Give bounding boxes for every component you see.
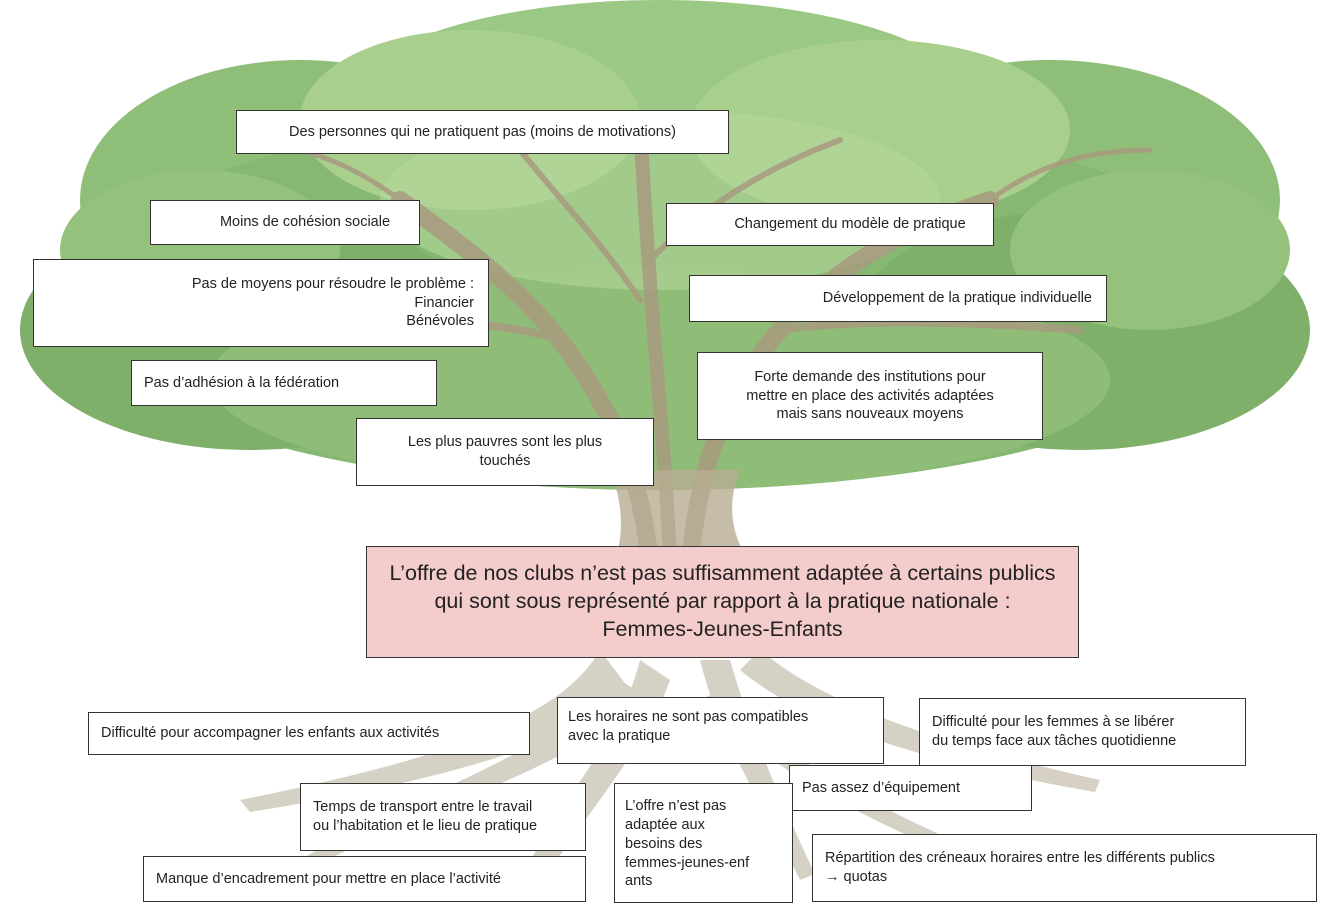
cause-text-2: Les horaires ne sont pas compatibles ave… <box>568 709 809 744</box>
cause-box-6: L’offre n’est pas adaptée aux besoins de… <box>614 783 793 903</box>
cause-box-7: Répartition des créneaux horaires entre … <box>812 834 1317 902</box>
effect-box-2: Moins de cohésion sociale <box>150 200 420 245</box>
cause-box-5: Temps de transport entre le travail ou l… <box>300 783 586 851</box>
effect-text-2: Moins de cohésion sociale <box>219 214 391 231</box>
cause-box-3: Difficulté pour les femmes à se libérer … <box>919 698 1246 766</box>
effect-text-8: Les plus pauvres sont les plus touchés <box>407 434 603 469</box>
effect-text-6: Pas d’adhésion à la fédération <box>144 374 340 391</box>
central-problem-text: L’offre de nos clubs n’est pas suffisamm… <box>389 561 1056 641</box>
cause-box-2: Les horaires ne sont pas compatibles ave… <box>557 697 884 764</box>
effect-box-3: Changement du modèle de pratique <box>666 203 994 246</box>
effect-text-7: Forte demande des institutions pour mett… <box>746 368 994 423</box>
cause-text-4: Pas assez d’équipement <box>802 779 960 796</box>
cause-box-4: Pas assez d’équipement <box>789 765 1032 811</box>
effect-box-7: Forte demande des institutions pour mett… <box>697 352 1043 440</box>
effect-text-1: Des personnes qui ne pratiquent pas (moi… <box>289 123 676 140</box>
cause-text-3: Difficulté pour les femmes à se libérer … <box>932 714 1177 749</box>
cause-text-6: L’offre n’est pas adaptée aux besoins de… <box>625 798 750 890</box>
cause-box-8: Manque d’encadrement pour mettre en plac… <box>143 856 586 902</box>
effect-box-1: Des personnes qui ne pratiquent pas (moi… <box>236 110 729 154</box>
central-problem: L’offre de nos clubs n’est pas suffisamm… <box>366 546 1079 658</box>
effect-box-8: Les plus pauvres sont les plus touchés <box>356 418 654 486</box>
effect-text-4: Pas de moyens pour résoudre le problème … <box>191 275 474 330</box>
effect-box-6: Pas d’adhésion à la fédération <box>131 360 437 406</box>
cause-text-8: Manque d’encadrement pour mettre en plac… <box>156 870 501 887</box>
effect-box-4: Pas de moyens pour résoudre le problème … <box>33 259 489 347</box>
cause-text-1: Difficulté pour accompagner les enfants … <box>101 725 440 742</box>
cause-box-1: Difficulté pour accompagner les enfants … <box>88 712 530 755</box>
effect-box-5: Développement de la pratique individuell… <box>689 275 1107 322</box>
cause-text-7: Répartition des créneaux horaires entre … <box>825 850 1215 885</box>
cause-text-5: Temps de transport entre le travail ou l… <box>313 799 538 834</box>
effect-text-3: Changement du modèle de pratique <box>734 216 966 233</box>
effect-text-5: Développement de la pratique individuell… <box>822 290 1092 307</box>
